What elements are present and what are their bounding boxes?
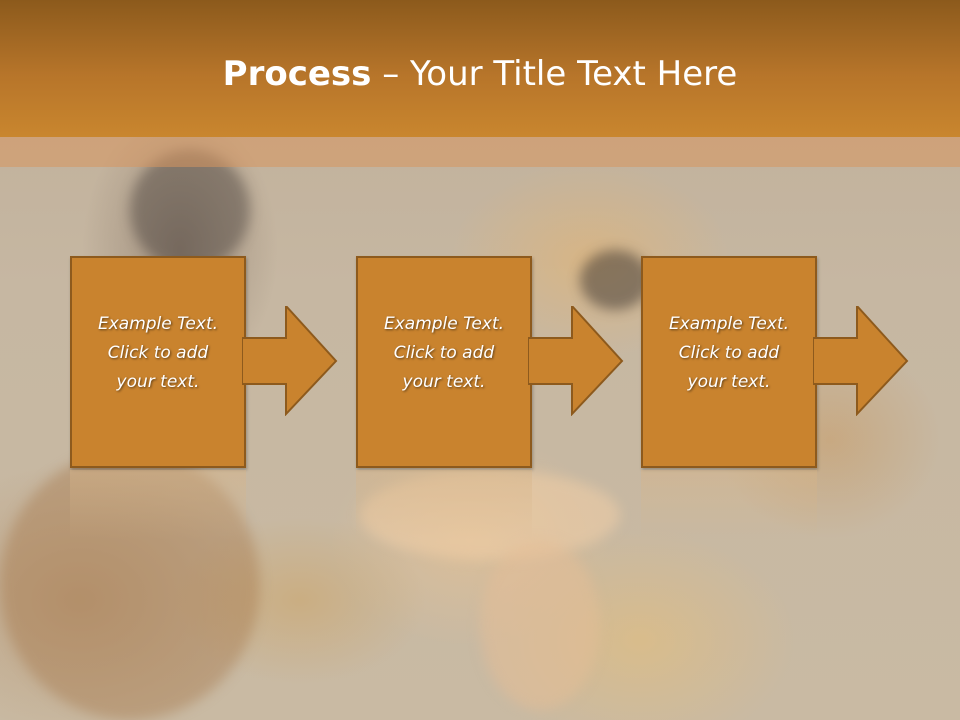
- step-text-line: Click to add: [107, 343, 209, 363]
- title-text: Your Title Text Here: [410, 54, 738, 94]
- process-step-1: Example Text. Click to add your text.: [70, 256, 340, 468]
- slide-title[interactable]: Process – Your Title Text Here: [0, 52, 960, 96]
- step-text-line: Example Text.: [668, 314, 790, 334]
- step-text[interactable]: Example Text. Click to add your text.: [647, 310, 811, 397]
- step-box[interactable]: Example Text. Click to add your text.: [70, 256, 246, 468]
- step-text-line: your text.: [402, 372, 486, 392]
- title-separator: –: [371, 54, 411, 94]
- step-reflection: [356, 470, 532, 540]
- step-box[interactable]: Example Text. Click to add your text.: [641, 256, 817, 468]
- step-reflection: [641, 470, 817, 540]
- right-arrow-icon: [813, 306, 909, 416]
- step-text-line: Example Text.: [383, 314, 505, 334]
- step-text[interactable]: Example Text. Click to add your text.: [362, 310, 526, 397]
- step-box[interactable]: Example Text. Click to add your text.: [356, 256, 532, 468]
- step-text-line: Click to add: [393, 343, 495, 363]
- step-text-line: your text.: [116, 372, 200, 392]
- step-text-line: Click to add: [678, 343, 780, 363]
- step-text-line: Example Text.: [97, 314, 219, 334]
- title-bar-band: [0, 137, 960, 167]
- step-text[interactable]: Example Text. Click to add your text.: [76, 310, 240, 397]
- process-step-2: Example Text. Click to add your text.: [356, 256, 626, 468]
- process-step-3: Example Text. Click to add your text.: [641, 256, 911, 468]
- step-reflection: [70, 470, 246, 540]
- step-text-line: your text.: [687, 372, 771, 392]
- title-bold-text: Process: [222, 54, 372, 94]
- title-bar: [0, 0, 960, 137]
- right-arrow-icon: [528, 306, 624, 416]
- right-arrow-icon: [242, 306, 338, 416]
